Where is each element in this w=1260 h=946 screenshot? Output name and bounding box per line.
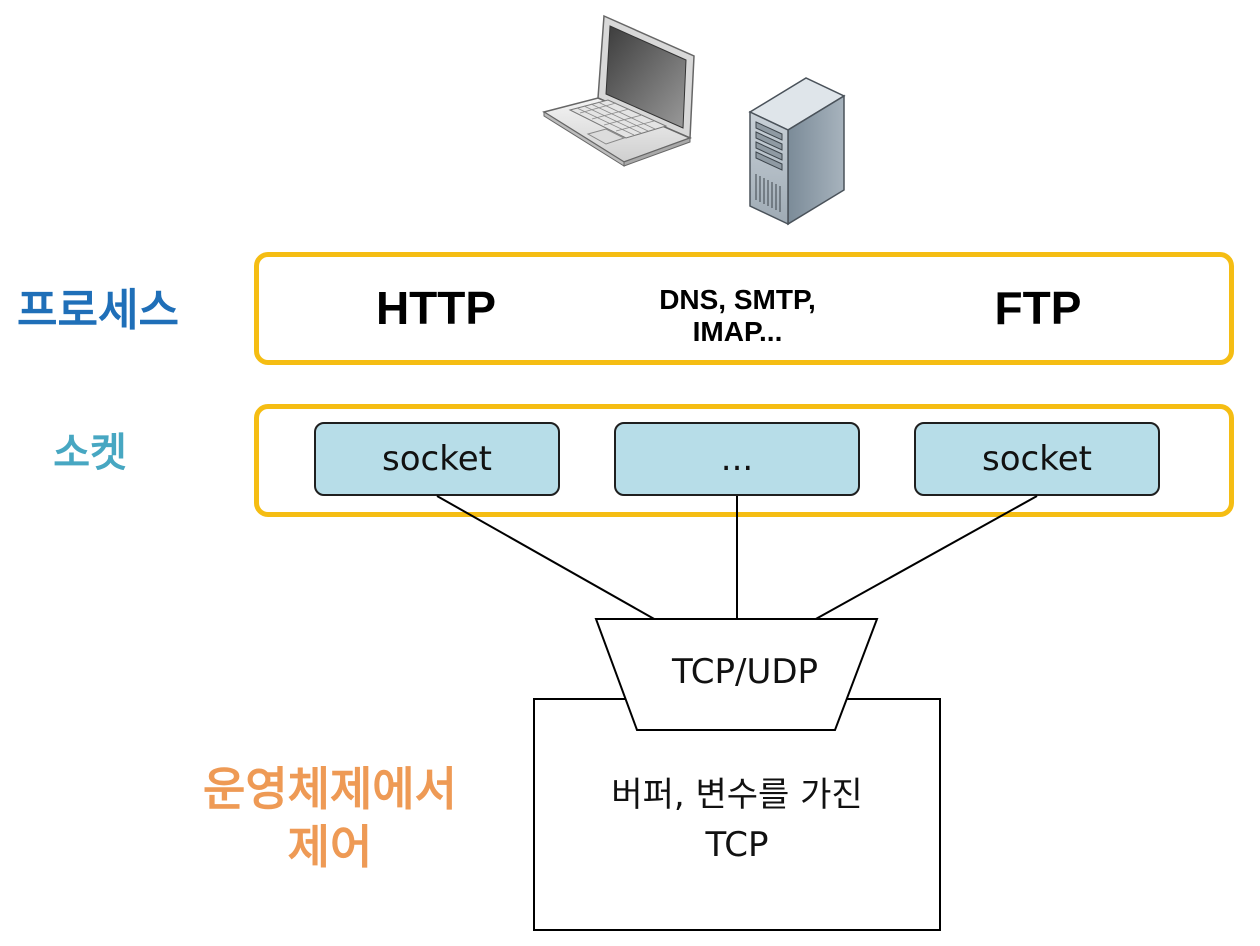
os-control-label-line2: 제어 xyxy=(287,820,373,874)
protocol-http: HTTP xyxy=(375,282,497,334)
transport-protocol-label: TCP/UDP xyxy=(671,652,819,692)
laptop-icon xyxy=(542,14,695,167)
tcp-box-text: 버퍼, 변수를 가진 TCP xyxy=(533,770,941,870)
tcp-buffer-box xyxy=(533,698,941,931)
socket-box-left: socket xyxy=(314,422,560,496)
socket-box-right: socket xyxy=(914,422,1160,496)
os-control-label-line1: 운영체제에서 xyxy=(203,762,457,816)
connector-line-right xyxy=(813,495,1038,621)
socket-layer-label: 소켓 xyxy=(53,430,127,476)
protocol-middle-line1: DNS, SMTP, xyxy=(659,284,816,315)
os-control-label: 운영체제에서 제어 xyxy=(180,760,480,876)
protocol-dns-smtp-imap: DNS, SMTP, IMAP... xyxy=(600,284,875,348)
process-layer-label: 프로세스 xyxy=(17,285,179,336)
tcp-box-text-line2: TCP xyxy=(705,825,769,865)
protocol-ftp: FTP xyxy=(994,282,1082,334)
socket-box-middle: ... xyxy=(614,422,860,496)
transport-funnel xyxy=(594,618,879,731)
protocol-middle-line2: IMAP... xyxy=(692,316,783,347)
process-layer-box xyxy=(254,252,1234,365)
server-tower-icon xyxy=(748,77,846,226)
tcp-box-text-line1: 버퍼, 변수를 가진 xyxy=(611,775,863,815)
connector-line-left xyxy=(436,495,657,621)
